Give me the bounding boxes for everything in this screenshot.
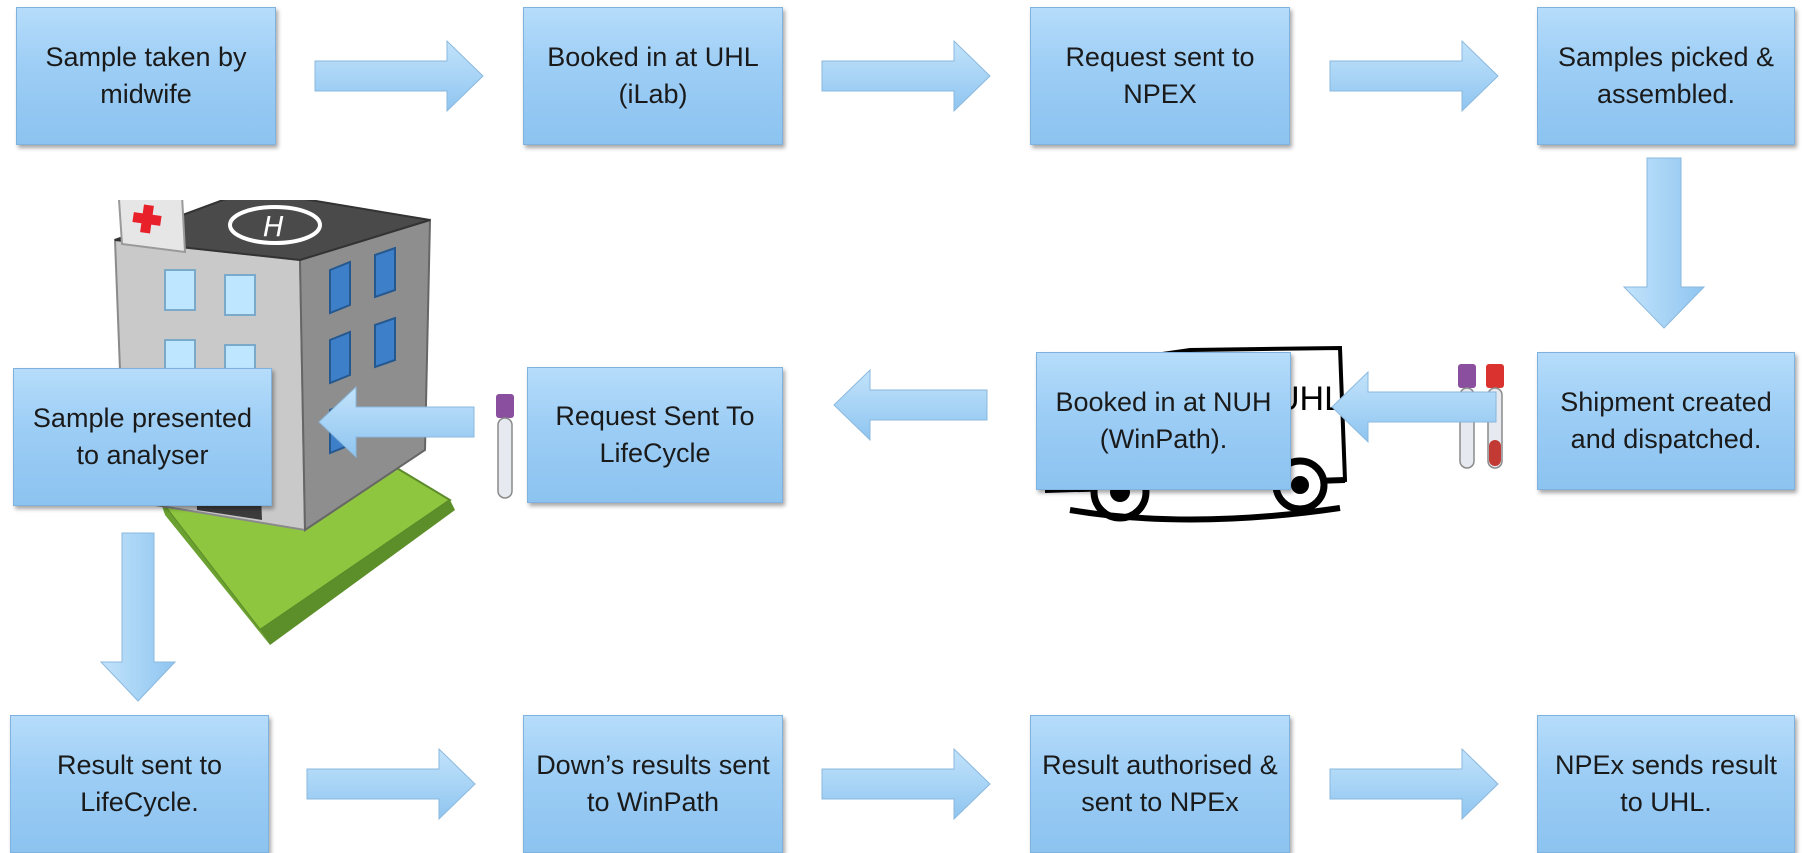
box-result-authorised: Result authorised & sent to NPEx — [1030, 715, 1290, 853]
box-booked-uhl: Booked in at UHL (iLab) — [523, 7, 783, 145]
arrow-down — [1622, 157, 1706, 329]
box-label: Down’s results sent to WinPath — [536, 750, 770, 817]
arrow-left — [833, 368, 988, 442]
box-npex-sends: NPEx sends result to UHL. — [1537, 715, 1795, 853]
box-label: Samples picked & assembled. — [1557, 42, 1775, 109]
box-result-lifecycle: Result sent to LifeCycle. — [10, 715, 269, 853]
box-label: Booked in at NUH (WinPath). — [1055, 387, 1272, 454]
arrow-down — [99, 532, 177, 702]
svg-text:H: H — [263, 210, 284, 243]
box-booked-nuh: Booked in at NUH (WinPath). — [1036, 352, 1291, 490]
arrow-right — [306, 747, 476, 821]
box-label: Sample presented to analyser — [32, 403, 253, 470]
box-label: Request Sent To LifeCycle — [555, 401, 755, 468]
box-label: Shipment created and dispatched. — [1560, 387, 1772, 454]
blood-tube-purple-icon — [496, 394, 514, 499]
box-sample-taken: Sample taken by midwife — [16, 7, 276, 145]
arrow-left — [1331, 370, 1497, 444]
arrow-right — [314, 39, 484, 113]
box-request-npex: Request sent to NPEX — [1030, 7, 1290, 145]
box-downs-results: Down’s results sent to WinPath — [523, 715, 783, 853]
arrow-right — [821, 39, 991, 113]
box-request-lifecycle: Request Sent To LifeCycle — [527, 367, 783, 503]
arrow-left — [318, 385, 475, 459]
box-sample-presented: Sample presented to analyser — [13, 368, 272, 506]
box-label: Booked in at UHL (iLab) — [547, 42, 759, 109]
box-label: Request sent to NPEX — [1065, 42, 1255, 109]
box-label: NPEx sends result to UHL. — [1554, 750, 1778, 817]
arrow-right — [821, 747, 991, 821]
box-label: Result authorised & sent to NPEx — [1042, 750, 1278, 817]
arrow-right — [1329, 747, 1499, 821]
arrow-right — [1329, 39, 1499, 113]
box-label: Sample taken by midwife — [45, 42, 247, 109]
box-samples-picked: Samples picked & assembled. — [1537, 7, 1795, 145]
box-label: Result sent to LifeCycle. — [56, 750, 223, 817]
box-shipment: Shipment created and dispatched. — [1537, 352, 1795, 490]
